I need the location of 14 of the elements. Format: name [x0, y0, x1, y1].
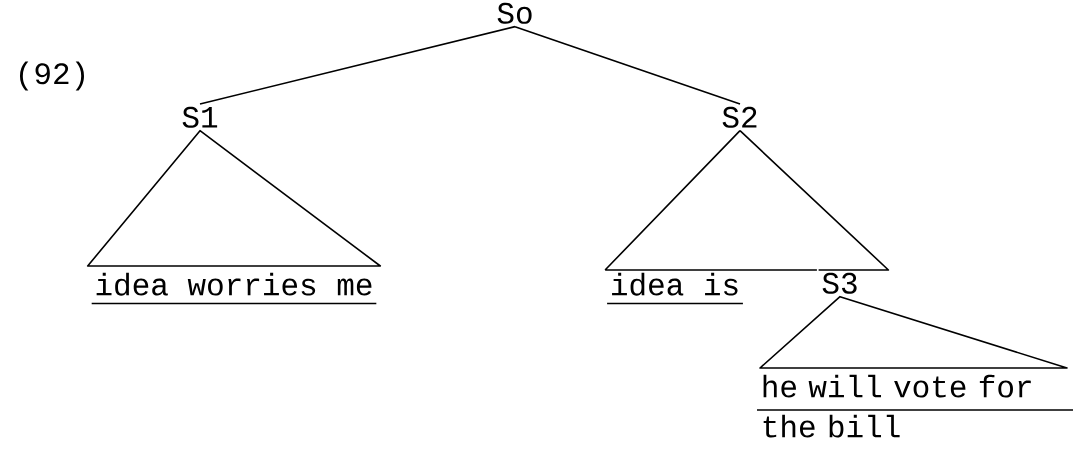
- tree-triangle: [604, 129, 818, 271]
- category-label: S1: [182, 106, 218, 128]
- category-label: So: [497, 2, 532, 24]
- underlined-phrase: he will vote for the bill: [756, 374, 1074, 438]
- category-label: S3: [822, 272, 857, 294]
- underlined-phrase: idea worries me: [91, 272, 378, 305]
- tree-branch: [514, 25, 741, 105]
- underlined-phrase: idea is: [606, 272, 744, 305]
- tree-triangle: [759, 295, 1068, 369]
- tree-triangle: [86, 129, 382, 267]
- category-label: S2: [722, 106, 757, 128]
- tree-branch: [199, 25, 516, 105]
- tree-triangle: [739, 129, 890, 271]
- example-number: (92): [20, 61, 84, 91]
